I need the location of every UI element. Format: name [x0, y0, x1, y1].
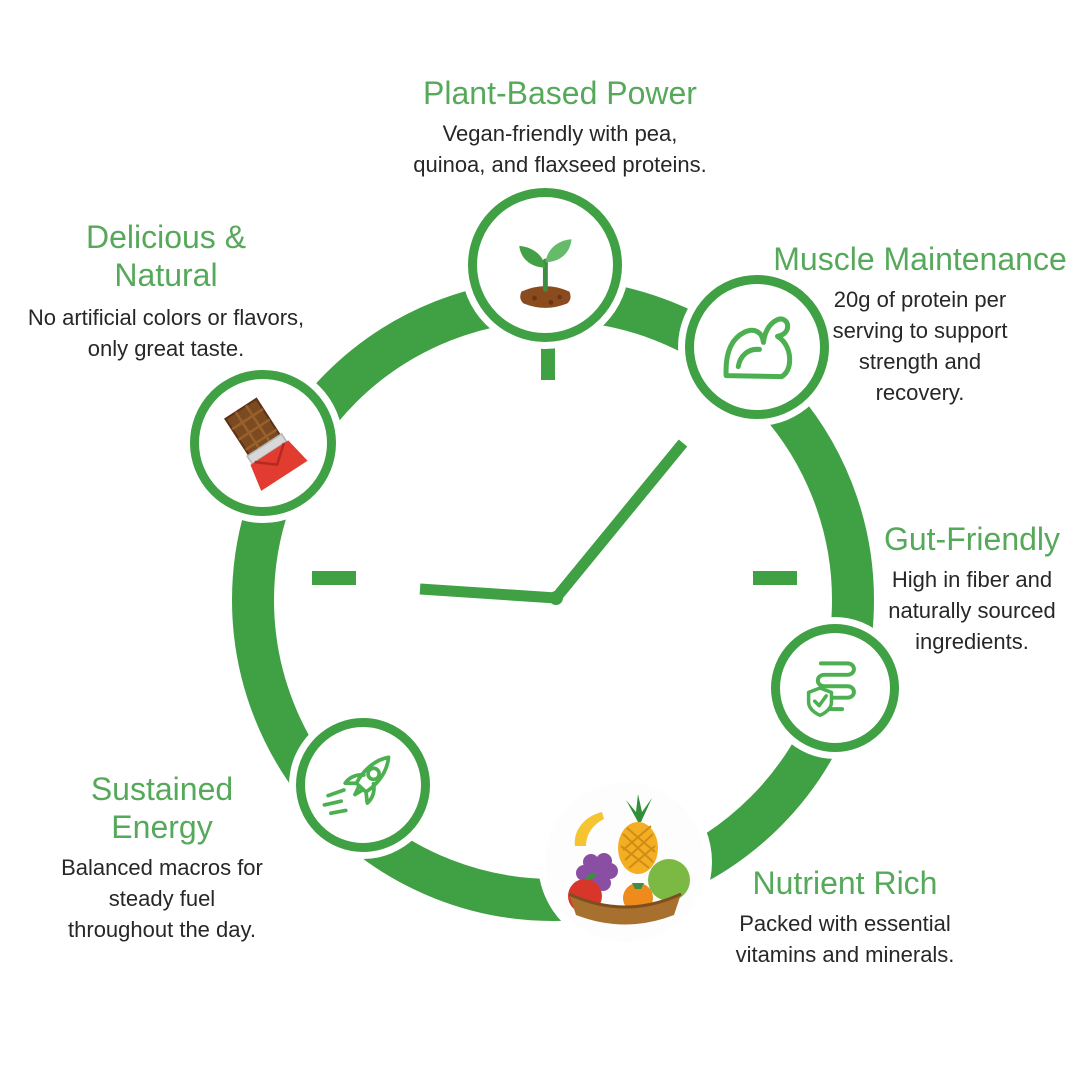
- clock-minute-hand: [551, 439, 688, 602]
- flexed-bicep-icon: [723, 316, 792, 379]
- feature-desc-nutrient-rich: Packed with essential vitamins and miner…: [735, 911, 955, 967]
- feature-plant-based-power: Plant-Based Power Vegan-friendly with pe…: [360, 74, 760, 180]
- feature-title-muscle-maintenance: Muscle Maintenance: [773, 241, 1067, 277]
- feature-desc-sustained-energy: Balanced macros for steady fuel througho…: [61, 855, 263, 942]
- rocket-icon: [322, 755, 390, 815]
- feature-title-delicious-natural: Delicious & Natural: [85, 219, 247, 293]
- feature-muscle-maintenance: Muscle Maintenance 20g of protein per se…: [750, 240, 1080, 408]
- feature-delicious-natural: Delicious & Natural No artificial colors…: [0, 218, 332, 364]
- clock-tick-left: [312, 571, 356, 585]
- feature-title-plant-based-power: Plant-Based Power: [423, 75, 697, 111]
- feature-gut-friendly: Gut-Friendly High in fiber and naturally…: [817, 520, 1080, 657]
- clock-tick-top: [541, 346, 555, 380]
- clock-hour-hand: [419, 583, 557, 604]
- feature-title-gut-friendly: Gut-Friendly: [883, 521, 1061, 557]
- feature-title-nutrient-rich: Nutrient Rich: [752, 865, 938, 901]
- icon-circle-sustained-energy: [296, 718, 430, 852]
- feature-desc-delicious-natural: No artificial colors or flavors, only gr…: [27, 305, 305, 361]
- clock-tick-right: [753, 571, 797, 585]
- icon-circle-delicious-natural: [190, 370, 336, 516]
- icon-circle-nutrient-rich: [545, 782, 705, 942]
- seedling-icon: [518, 238, 572, 308]
- chocolate-bar-icon: [223, 397, 308, 491]
- feature-title-sustained-energy: Sustained Energy: [90, 771, 234, 845]
- intestines-shield-icon: [806, 661, 856, 718]
- feature-desc-muscle-maintenance: 20g of protein per serving to support st…: [832, 287, 1008, 405]
- feature-desc-gut-friendly: High in fiber and naturally sourced ingr…: [888, 567, 1056, 654]
- icon-circle-plant-based-power: [468, 188, 622, 342]
- feature-sustained-energy: Sustained Energy Balanced macros for ste…: [7, 770, 317, 945]
- feature-nutrient-rich: Nutrient Rich Packed with essential vita…: [685, 864, 1005, 970]
- feature-desc-plant-based-power: Vegan-friendly with pea, quinoa, and fla…: [413, 121, 707, 177]
- icon-circle-gut-friendly: [771, 624, 899, 752]
- fruits-basket-icon: [545, 782, 705, 942]
- clock-center-dot: [549, 591, 563, 605]
- icon-circle-muscle-maintenance: [685, 275, 829, 419]
